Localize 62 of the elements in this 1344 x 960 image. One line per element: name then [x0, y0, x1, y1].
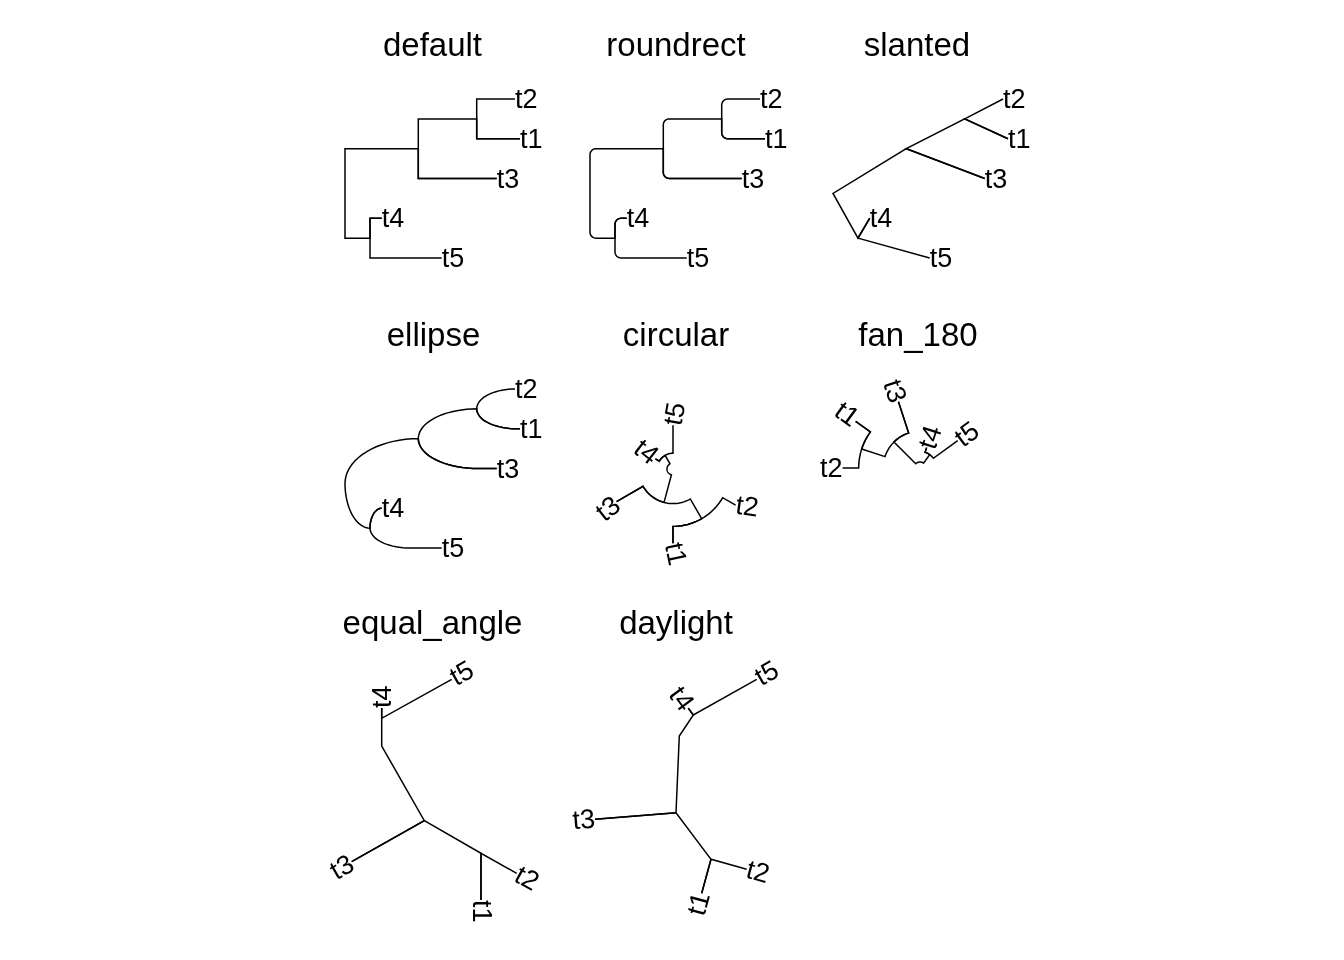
tip-label: t1 — [520, 415, 543, 443]
tip-label: t3 — [496, 165, 520, 192]
tree-branch — [380, 678, 453, 720]
tree-branch — [924, 439, 959, 460]
tip-label: t1 — [765, 125, 788, 153]
tip-label: t5 — [445, 656, 478, 692]
tree-branch — [369, 507, 443, 549]
panel-title: circular — [622, 317, 730, 351]
tree-branch — [687, 678, 758, 716]
tip-label: t2 — [515, 85, 538, 113]
tip-label: t3 — [325, 849, 359, 885]
tip-label: t4 — [913, 422, 947, 452]
tip-label: t4 — [664, 682, 700, 717]
panel-title: equal_angle — [342, 605, 523, 639]
tree-branch — [344, 147, 498, 239]
tip-label: t3 — [590, 490, 625, 527]
tip-label: t4 — [368, 685, 396, 708]
panel-title: daylight — [619, 605, 733, 639]
tip-label: t1 — [520, 125, 543, 153]
tip-label: t2 — [510, 861, 543, 897]
tip-label: t2 — [515, 375, 538, 403]
tip-label: t2 — [743, 856, 773, 889]
tree-branch — [856, 217, 931, 259]
tip-label: t3 — [496, 455, 520, 482]
tip-label: t4 — [869, 204, 893, 232]
tip-label: t2 — [820, 454, 843, 482]
tip-label: t4 — [381, 494, 405, 522]
tip-label: t2 — [760, 85, 783, 113]
tip-label: t3 — [571, 805, 597, 835]
panel-title: roundrect — [606, 27, 746, 61]
tree-branch — [589, 147, 743, 239]
panel-title: default — [382, 27, 483, 61]
tree-branch — [892, 400, 931, 465]
tip-label: t3 — [741, 165, 765, 192]
tip-label: t5 — [686, 244, 710, 272]
tip-label: t2 — [733, 491, 760, 522]
tip-label: t5 — [441, 244, 465, 272]
tip-label: t1 — [659, 540, 691, 569]
tip-label: t3 — [984, 165, 1008, 192]
tip-label: t5 — [659, 400, 691, 428]
tip-label: t5 — [441, 534, 465, 562]
panel-title: ellipse — [386, 317, 481, 351]
tip-label: t1 — [682, 889, 715, 919]
tip-label: t1 — [1008, 125, 1031, 153]
panel-title: fan_180 — [858, 317, 978, 351]
tip-label: t3 — [878, 376, 912, 406]
tip-label: t2 — [1003, 85, 1026, 113]
tree-branch — [614, 217, 688, 259]
tree-branch — [615, 454, 673, 504]
tree-branch — [832, 147, 986, 240]
tip-label: t1 — [829, 397, 864, 433]
tip-label: t5 — [949, 416, 984, 452]
tip-label: t4 — [381, 204, 405, 232]
tip-label: t5 — [929, 244, 953, 272]
tip-label: t4 — [629, 434, 664, 470]
panel-title: slanted — [863, 27, 971, 61]
tree-branch — [344, 437, 498, 529]
tip-label: t1 — [467, 900, 495, 923]
tree-branch — [654, 424, 674, 463]
tip-label: t4 — [626, 204, 650, 232]
tree-branch — [369, 217, 443, 259]
tip-label: t5 — [750, 656, 783, 692]
